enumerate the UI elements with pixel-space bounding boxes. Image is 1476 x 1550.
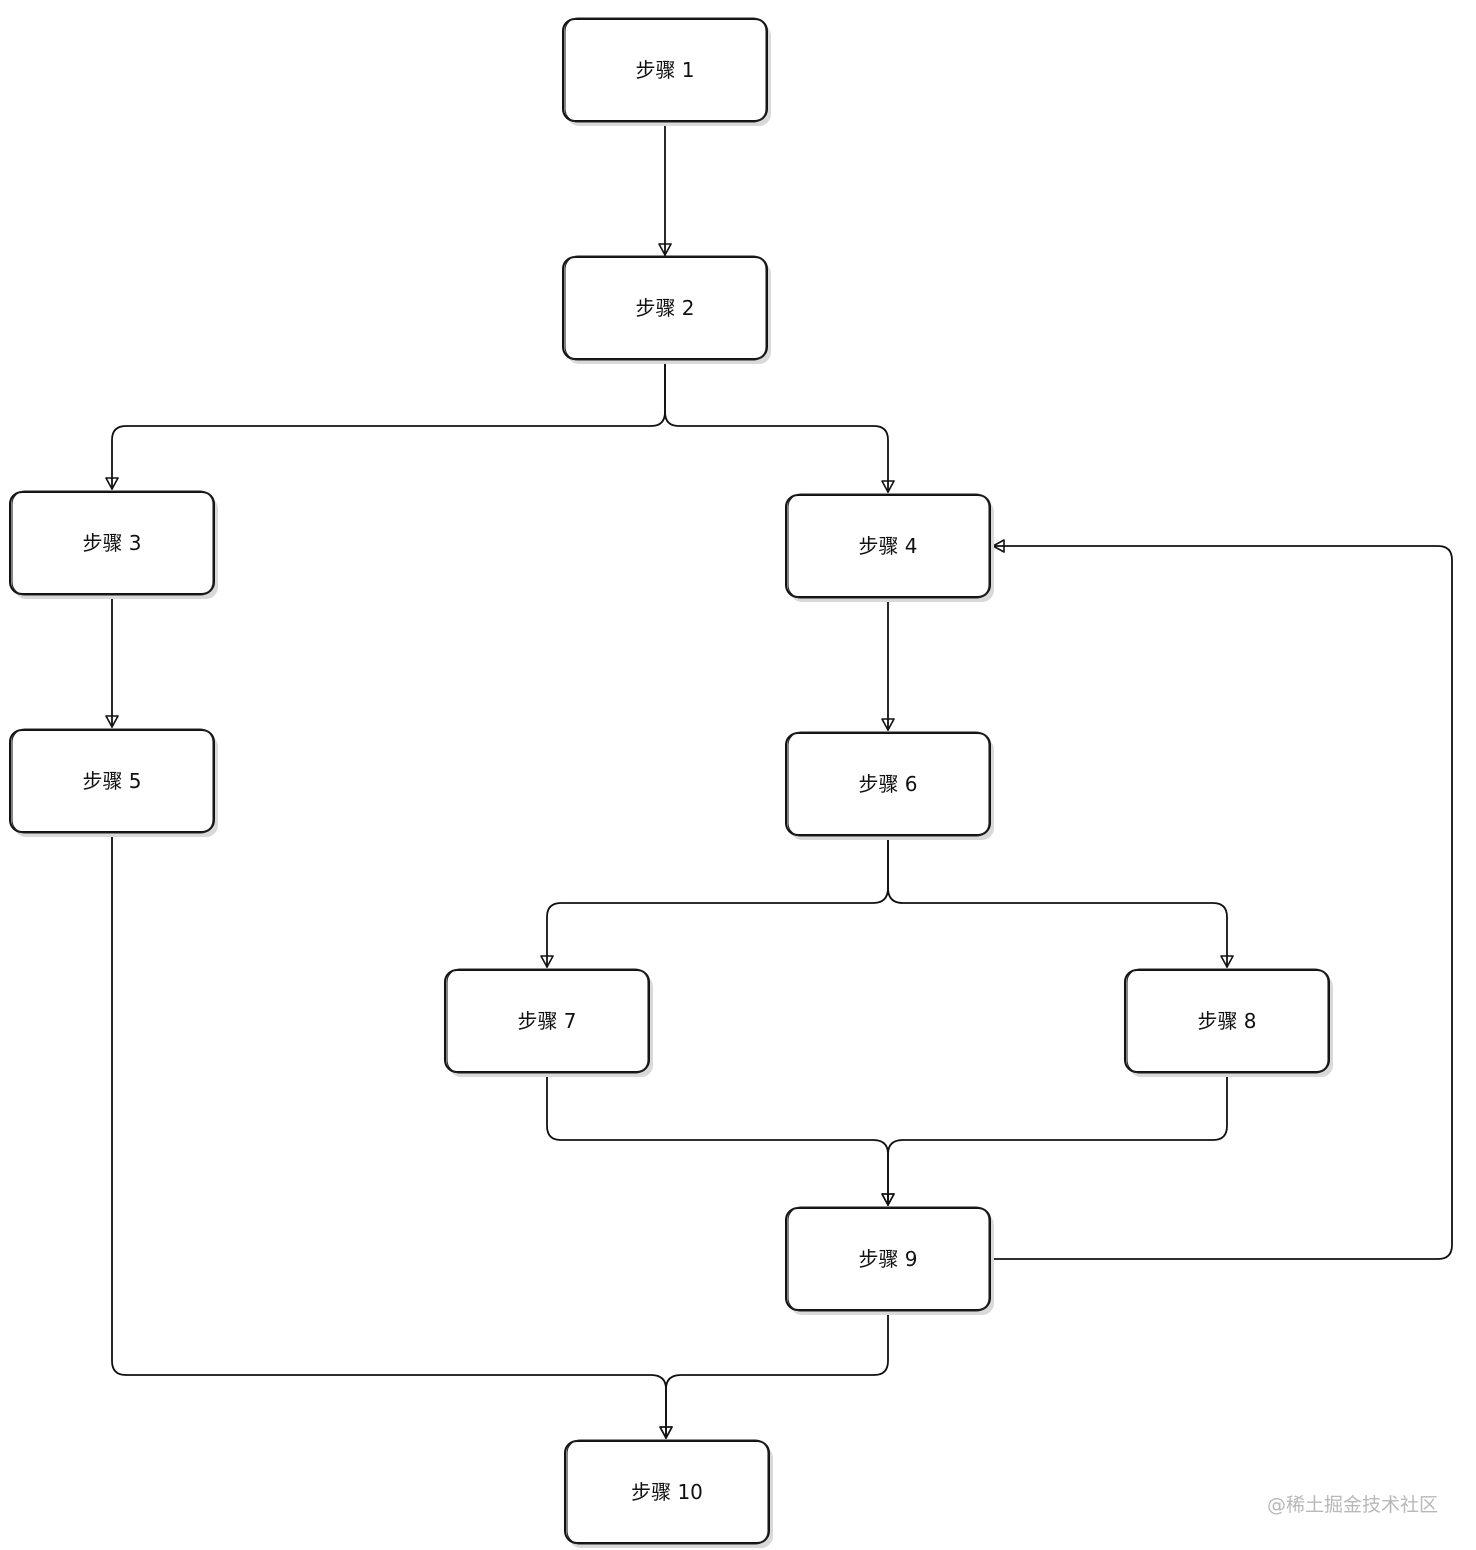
arrowhead-n6-n8 (1220, 955, 1234, 968)
arrowhead-n2-n3 (105, 477, 119, 490)
edge-line-n2-n3 (111, 358, 666, 490)
step-10-label: 步骤 10 (631, 1480, 703, 1504)
edge-n4-n6 (881, 597, 895, 731)
edge-n7-n9 (546, 1072, 895, 1206)
edge-n9-n4 (990, 539, 1453, 1260)
arrowhead-n4-n6 (881, 718, 895, 731)
nodes-layer: 步骤 1 步骤 2 步骤 3 步骤 4 步骤 5 (9, 17, 1333, 1548)
edge-n1-n2 (658, 120, 672, 256)
arrowhead-n1-n2 (658, 243, 672, 256)
step-4-node: 步骤 4 (785, 493, 994, 602)
arrowhead-n9-n10 (659, 1426, 673, 1439)
step-1-node: 步骤 1 (562, 17, 771, 126)
arrowhead-n8-n9 (881, 1193, 895, 1206)
edge-n6-n8 (887, 835, 1234, 968)
step-6-node: 步骤 6 (785, 731, 994, 840)
edge-n3-n5 (105, 594, 119, 728)
step-3-label: 步骤 3 (82, 531, 141, 555)
arrowhead-n9-n4 (992, 539, 1005, 553)
edge-line-n8-n9 (887, 1072, 1228, 1206)
edge-line-n6-n8 (887, 835, 1228, 968)
arrowhead-n6-n7 (540, 955, 554, 968)
edge-line-n7-n9 (546, 1072, 889, 1206)
step-7-node: 步骤 7 (444, 968, 653, 1077)
step-2-node: 步骤 2 (562, 255, 771, 364)
step-6-label: 步骤 6 (858, 772, 917, 796)
step-9-node: 步骤 9 (785, 1206, 994, 1315)
step-10-node: 步骤 10 (564, 1439, 773, 1548)
edges-layer (105, 120, 1453, 1439)
edge-n6-n7 (540, 835, 889, 968)
edge-line-n2-n4 (664, 358, 889, 493)
edge-n9-n10 (659, 1310, 889, 1439)
edge-line-n9-n4 (990, 545, 1453, 1260)
edge-n2-n4 (664, 358, 895, 493)
step-8-label: 步骤 8 (1197, 1009, 1256, 1033)
step-5-label: 步骤 5 (82, 769, 141, 793)
edge-line-n9-n10 (665, 1310, 889, 1439)
arrowhead-n3-n5 (105, 715, 119, 728)
step-3-node: 步骤 3 (9, 490, 218, 599)
step-9-label: 步骤 9 (858, 1247, 917, 1271)
edge-n8-n9 (881, 1072, 1228, 1206)
edge-line-n6-n7 (546, 835, 889, 968)
step-4-label: 步骤 4 (858, 534, 917, 558)
step-8-node: 步骤 8 (1124, 968, 1333, 1077)
arrowhead-n2-n4 (881, 480, 895, 493)
watermark: @稀土掘金技术社区 (1266, 1494, 1438, 1516)
step-7-label: 步骤 7 (517, 1009, 576, 1033)
edge-n5-n10 (111, 832, 673, 1439)
step-1-label: 步骤 1 (635, 58, 694, 82)
edge-n2-n3 (105, 358, 666, 490)
step-5-node: 步骤 5 (9, 728, 218, 837)
edge-line-n5-n10 (111, 832, 667, 1439)
step-2-label: 步骤 2 (635, 296, 694, 320)
